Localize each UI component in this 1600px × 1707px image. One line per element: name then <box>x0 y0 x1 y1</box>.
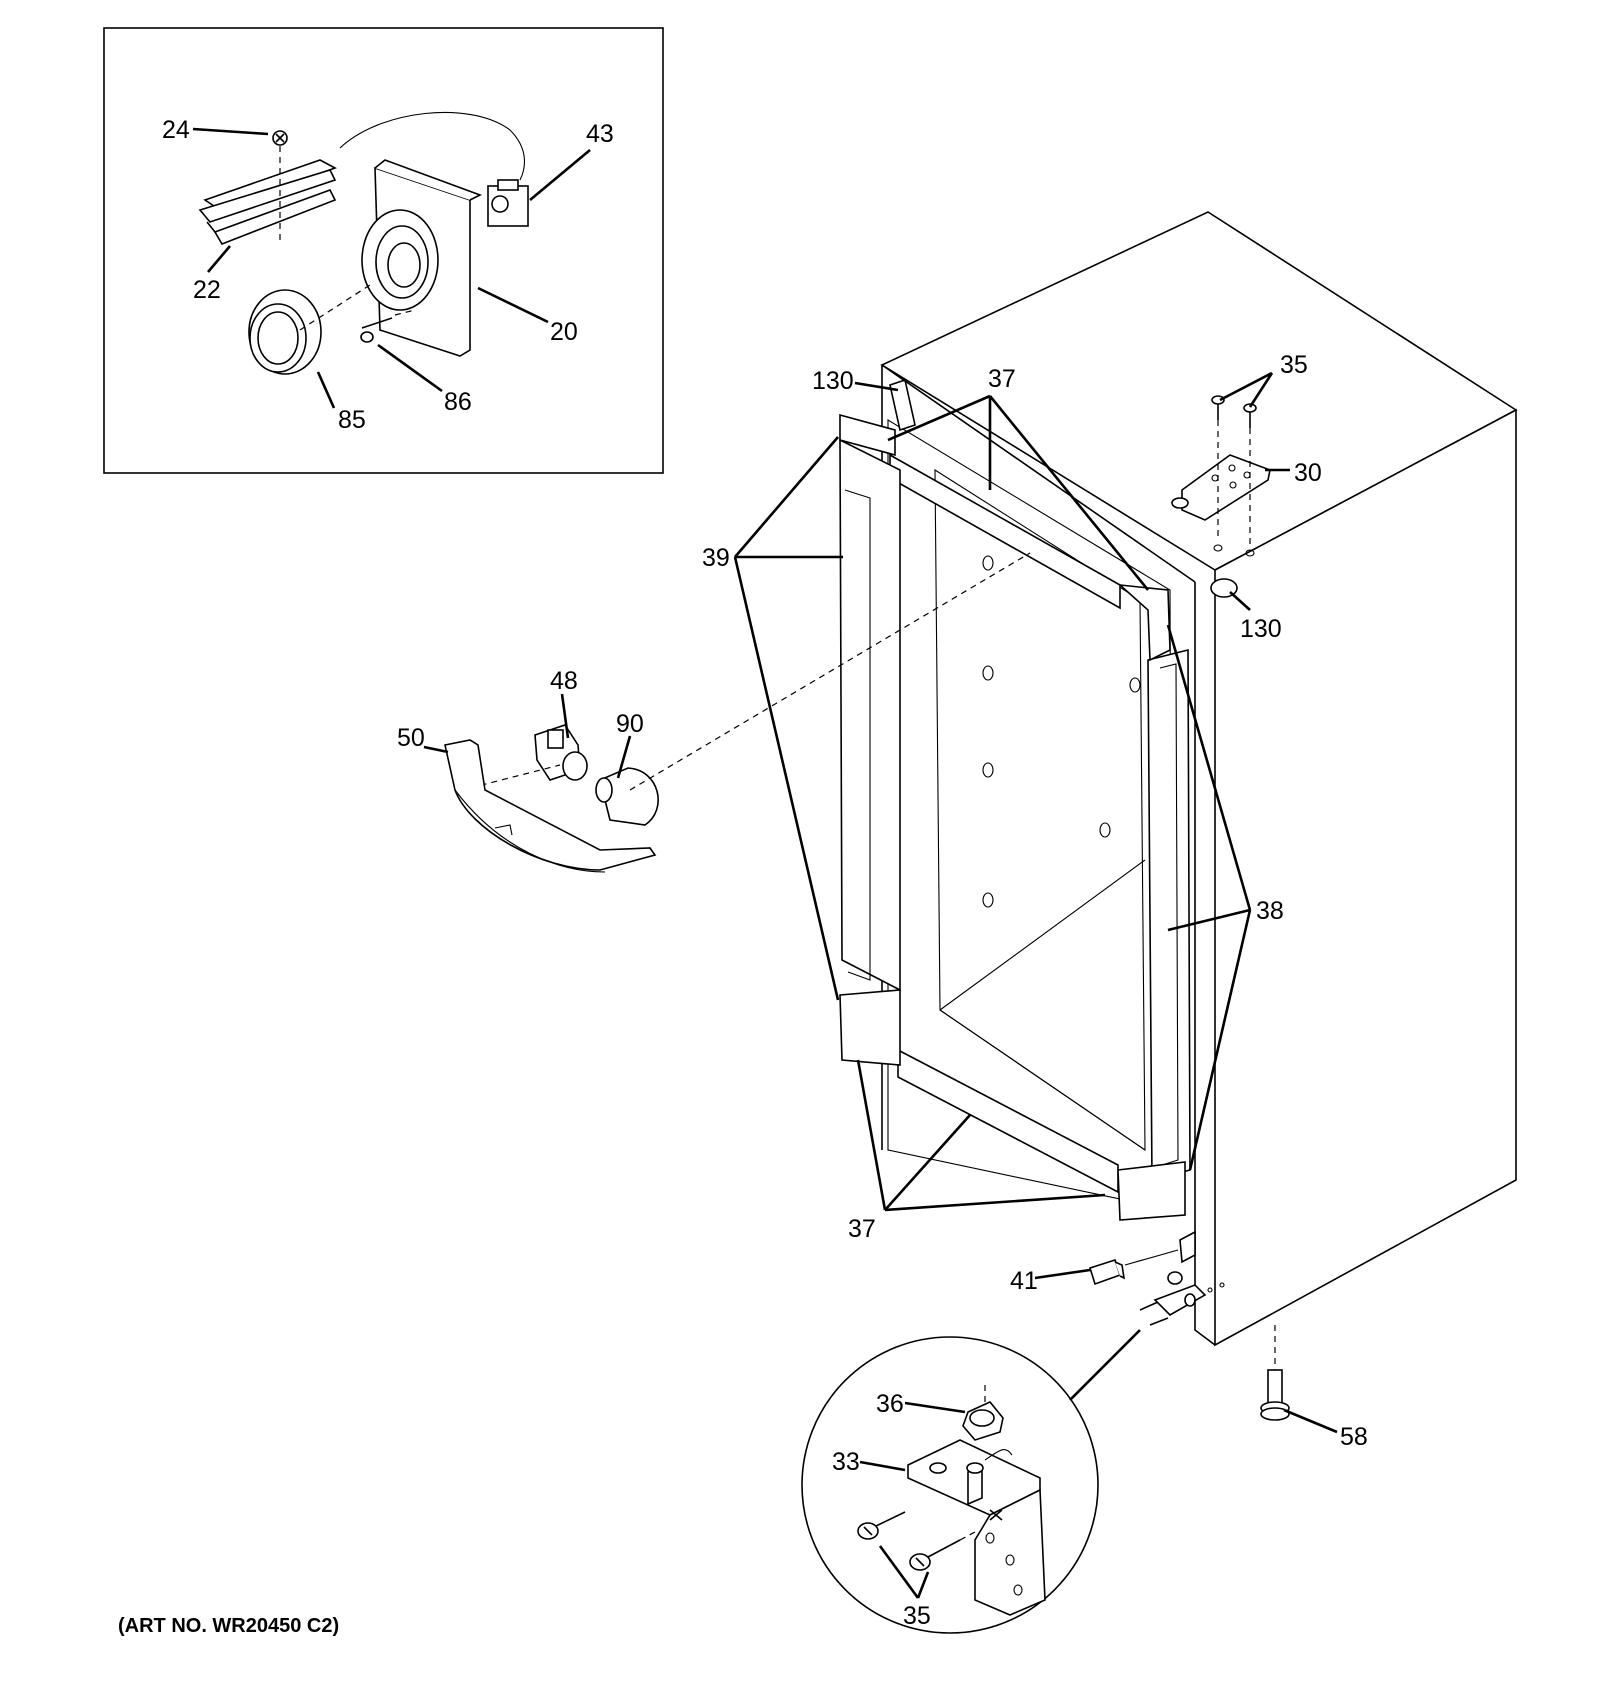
callout-30: 30 <box>1294 459 1322 487</box>
screw-icon <box>272 130 288 146</box>
hinge-bracket-part <box>907 1439 1046 1616</box>
leader-lines <box>423 371 1338 1599</box>
callout-86: 86 <box>444 388 472 416</box>
bottom-hinge-detail <box>801 1329 1141 1634</box>
callout-33: 33 <box>832 1448 860 1476</box>
hinge-nut-part <box>962 1385 1004 1441</box>
callout-39: 39 <box>702 544 730 572</box>
light-shield-part <box>444 739 657 873</box>
callout-37-bottom: 37 <box>848 1215 876 1243</box>
screw-icon <box>1211 395 1257 428</box>
light-lens-part <box>248 289 322 375</box>
door-switch-part <box>1088 1258 1126 1286</box>
callout-labels: 130 37 35 30 39 130 48 90 50 38 37 41 36… <box>397 351 1368 1630</box>
callout-43: 43 <box>586 120 614 148</box>
light-housing-part <box>361 159 483 357</box>
callout-24: 24 <box>162 116 190 144</box>
art-number: (ART NO. WR20450 C2) <box>118 1615 339 1637</box>
leveling-leg-part <box>1260 1325 1290 1421</box>
callout-130-right: 130 <box>1240 615 1282 643</box>
callout-37-top: 37 <box>988 365 1016 393</box>
callout-35-bottom: 35 <box>903 1602 931 1630</box>
callout-90: 90 <box>616 710 644 738</box>
light-socket-part <box>534 724 588 781</box>
screw-icon <box>857 1511 961 1571</box>
callout-20: 20 <box>550 318 578 346</box>
top-hinge-part <box>1171 454 1271 557</box>
callout-38: 38 <box>1256 897 1284 925</box>
callout-85: 85 <box>338 406 366 434</box>
light-bulb-part <box>595 767 659 826</box>
screw-icon <box>360 317 393 343</box>
callout-58: 58 <box>1340 1423 1368 1451</box>
callout-36: 36 <box>876 1390 904 1418</box>
light-assembly-inset: 24 43 22 20 86 85 <box>103 27 664 474</box>
thermostat-switch-part <box>487 179 529 227</box>
freezer-cabinet <box>839 211 1518 1347</box>
callout-22: 22 <box>193 276 221 304</box>
callout-50: 50 <box>397 724 425 752</box>
callout-41: 41 <box>1010 1267 1038 1295</box>
callout-130-top: 130 <box>812 367 854 395</box>
heater-bracket-part <box>198 159 337 245</box>
callout-35-top: 35 <box>1280 351 1308 379</box>
callout-48: 48 <box>550 667 578 695</box>
